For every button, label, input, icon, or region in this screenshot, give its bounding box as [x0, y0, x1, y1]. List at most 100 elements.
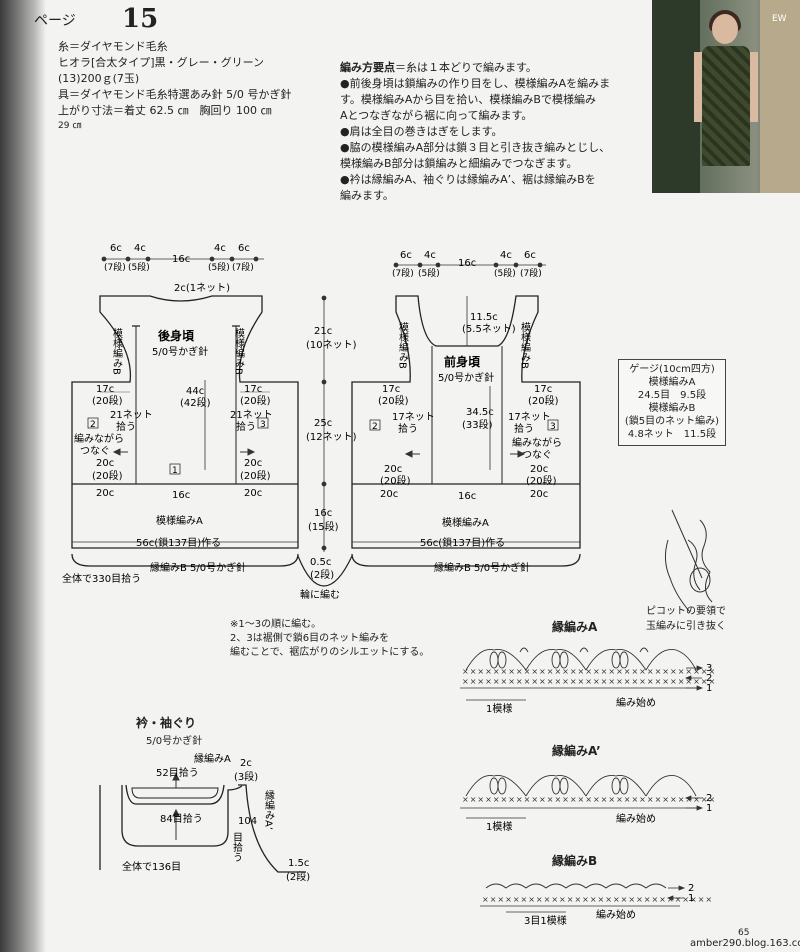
step-number: 1: [172, 466, 178, 476]
body-diagrams: 6c 4c 16c 4c 6c (7段) (5段) (5段) (7段) 2c(1…: [62, 243, 581, 601]
pick-label: 21ネット: [110, 409, 153, 421]
rows-label: (5段): [494, 267, 516, 279]
row-number: 2: [706, 673, 712, 684]
material-extra: 29 ㎝: [58, 121, 82, 131]
gauge-line: 模様編みB: [648, 403, 696, 414]
dim-label: 6c: [238, 243, 250, 254]
dim-label: 20c: [96, 488, 114, 499]
note-line: ピコットの要領で: [646, 606, 726, 617]
rows-label: (15段): [308, 520, 339, 533]
dim-label: 17c: [534, 384, 552, 395]
edge-a-prime-label: 縁編みA’: [263, 789, 275, 830]
repeat-label: 3目1模様: [524, 914, 567, 927]
rows-label: (12ネット): [306, 431, 357, 443]
rows-label: (5段): [418, 267, 440, 279]
instruction-line: ●肩は全目の巻きはぎをします。: [340, 125, 503, 138]
rows-label: (20段): [92, 394, 123, 407]
step-number: 2: [90, 420, 96, 430]
svg-text:××××××××××××××××××××××××××××××: ××××××××××××××××××××××××××××××: [482, 895, 713, 904]
svg-text:××××××××××××××××××××××××××××××: ×××××××××××××××××××××××××××××××××: [462, 795, 716, 804]
rows-label: (20段): [380, 474, 411, 487]
page-number: 15: [122, 4, 159, 34]
rows-label: (10ネット): [306, 339, 357, 351]
step-number: 2: [372, 422, 378, 432]
instruction-line: ●脇の模様編みA部分は鎖３目と引き抜き編みとじし、: [340, 141, 611, 154]
pattern-b-label: 模様編みB: [111, 328, 123, 375]
pick-label: 17ネット: [392, 411, 435, 423]
chain-label: 56c(鎖137目)作る: [420, 536, 505, 549]
dim-label: 20c: [244, 458, 262, 469]
picot-note: ピコットの要領で 玉編みに引き抜く: [646, 602, 726, 632]
join-label: つなぐ: [80, 445, 110, 457]
pick-label: 84目拾う: [160, 812, 203, 825]
edging-b-chart: ×××××××××××××××××××××××××××××× 2 1 3目1模様…: [480, 883, 713, 927]
rows-label: (7段): [232, 261, 254, 273]
rows-label: (5段): [208, 261, 230, 273]
pick-label: 104: [238, 816, 257, 827]
rows-label: (7段): [392, 267, 414, 279]
rows-label: (2段): [310, 568, 334, 581]
start-label: 編み始め: [596, 908, 636, 921]
back-panel: [71, 295, 299, 549]
repeat-label: 1模様: [486, 702, 512, 715]
dim-label: 16c: [172, 254, 190, 265]
rows-label: (5段): [128, 261, 150, 273]
front-needle: 5/0号かぎ針: [438, 371, 494, 384]
pick-label: 目拾う: [231, 832, 243, 862]
instruction-line: 模様編みB部分は鎖編みと細編みでつなぎます。: [340, 157, 578, 170]
rows-label: (33段): [462, 418, 493, 431]
ring-label: 輪に編む: [300, 588, 340, 601]
dim-label: 20c: [96, 458, 114, 469]
pattern-b-label: 模様編みB: [519, 322, 531, 369]
dim-label: 6c: [110, 243, 122, 254]
rows-label: (42段): [180, 396, 211, 409]
dim-label: 16c: [458, 491, 476, 502]
edging-a-title: 縁編みA: [552, 620, 598, 634]
edging-a-chart: ××××××××××××××××××××××××××××××××× ××××××…: [460, 647, 716, 715]
start-label: 編み始め: [616, 812, 656, 825]
dim-label: 44c: [186, 386, 204, 397]
dim-label: 16c: [458, 258, 476, 269]
page-number-footer: 65: [738, 928, 750, 938]
material-yarn-type: ヒオラ[合太タイプ]黒・グレー・グリーン: [58, 56, 265, 69]
collar-title: 衿・袖ぐり: [136, 716, 197, 730]
dim-label: 4c: [214, 243, 226, 254]
row-number: 1: [706, 683, 712, 694]
svg-text:××××××××××××××××××××××××××××××: ×××××××××××××××××××××××××××××××××: [462, 677, 716, 686]
start-label: 編み始め: [616, 696, 656, 709]
pattern-a-label: 模様編みA: [442, 516, 489, 529]
material-amount: (13)200ｇ(7玉): [58, 72, 140, 85]
instructions-intro: ＝糸は１本どりで編みます。: [395, 61, 537, 74]
note-line: 2、3は裾側で鎖6目のネット編みを: [230, 633, 390, 644]
dim-label: 20c: [380, 489, 398, 500]
dim-label: 1.5c: [288, 858, 309, 869]
row-number: 2: [706, 793, 712, 804]
edging-b-title: 縁編みB: [552, 854, 598, 868]
rows-label: (20段): [378, 394, 409, 407]
hook-illustration: [664, 509, 713, 613]
pick-label: 拾う: [236, 420, 256, 433]
dim-label: 4c: [134, 243, 146, 254]
pattern-b-label: 模様編みB: [397, 322, 409, 369]
dim-label: 16c: [172, 490, 190, 501]
step-number: 3: [260, 420, 266, 430]
collar-needle: 5/0号かぎ針: [146, 736, 203, 747]
rows-label: (20段): [526, 474, 557, 487]
note-line: ※1～3の順に編む。: [230, 619, 322, 630]
front-title: 前身頃: [444, 354, 481, 369]
dim-label: 4c: [424, 250, 436, 261]
pattern-a-label: 模様編みA: [156, 514, 203, 527]
chain-label: 56c(鎖137目)作る: [136, 536, 221, 549]
svg-text:××××××××××××××××××××××××××××××: ×××××××××××××××××××××××××××××××××: [462, 667, 716, 676]
binding-shadow: [0, 0, 46, 952]
rows-label: (7段): [520, 267, 542, 279]
material-yarn: 糸＝ダイヤモンド毛糸: [58, 40, 168, 53]
step-number: 3: [550, 422, 556, 432]
material-needle: 具＝ダイヤモンド毛糸特選あみ針 5/0 号かぎ針: [58, 88, 292, 101]
dim-label: 20c: [384, 464, 402, 475]
total-pick-label: 全体で330目拾う: [62, 572, 141, 585]
dim-label: 20c: [530, 464, 548, 475]
instruction-line: Aとつなぎながら裾に向って編みます。: [340, 109, 533, 122]
edge-a-label: 縁編みA: [194, 752, 231, 765]
rows-label: (7段): [104, 261, 126, 273]
